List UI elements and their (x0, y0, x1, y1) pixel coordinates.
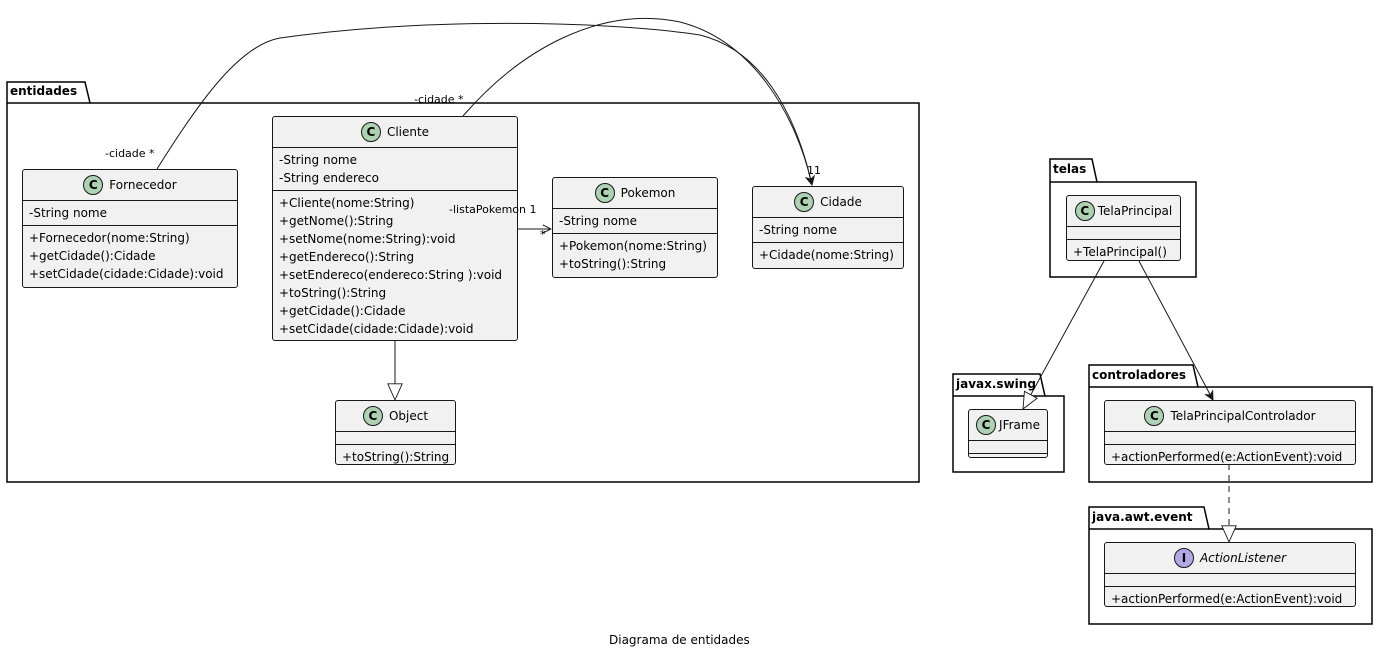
method: +toString():String (559, 257, 667, 271)
fields-section (1105, 432, 1355, 445)
fields-section: -String nome (553, 209, 717, 234)
methods-section: +actionPerformed(e:ActionEvent):void (1105, 587, 1355, 611)
relation-cliente-cidade (462, 18, 812, 185)
fields-section (1067, 227, 1180, 240)
class-pokemon[interactable]: C Pokemon -String nome +Pokemon(nome:Str… (552, 177, 718, 278)
package-label-javax-swing: javax.swing (956, 377, 1036, 391)
class-c-icon: C (83, 175, 104, 195)
class-name: ActionListener (1199, 551, 1287, 565)
class-c-icon: C (594, 183, 615, 203)
methods-section: +Fornecedor(nome:String) +getCidade():Ci… (23, 226, 237, 286)
methods-section: +Cliente(nome:String) +getNome():String … (273, 191, 517, 341)
fields-section: -String nome (23, 201, 237, 226)
class-name: Cliente (386, 125, 430, 139)
class-name: TelaPrincipal (1097, 204, 1173, 218)
class-name: TelaPrincipalControlador (1170, 409, 1316, 423)
relation-fornecedor-cidade (156, 22, 812, 185)
class-header: C Cidade (753, 187, 903, 218)
methods-section (969, 454, 1047, 466)
class-cidade[interactable]: C Cidade -String nome +Cidade(nome:Strin… (752, 186, 904, 269)
package-frame-telas (1049, 158, 1197, 278)
class-cliente[interactable]: C Cliente -String nome -String endereco … (272, 116, 518, 341)
class-tela-principal-controlador[interactable]: C TelaPrincipalControlador +actionPerfor… (1104, 400, 1356, 465)
class-header: C TelaPrincipal (1067, 196, 1180, 227)
package-label-entidades: entidades (10, 84, 78, 98)
class-object[interactable]: C Object +toString():String (335, 400, 456, 465)
package-frame-controladores (1088, 364, 1373, 483)
package-frame-java-awt-event (1088, 506, 1373, 625)
method: +setEndereco(endereco:String ):void (279, 268, 503, 282)
class-header: C TelaPrincipalControlador (1105, 401, 1355, 432)
class-header: C Cliente (273, 117, 517, 148)
diagram-caption: Diagrama de entidades (609, 633, 750, 647)
method: +getCidade():Cidade (279, 304, 406, 318)
fields-section (969, 441, 1047, 454)
relation-telaprincipal-controlador (1138, 260, 1214, 400)
method: +toString():String (279, 286, 387, 300)
label-pokemon-multiplicity: * (540, 228, 546, 241)
package-label-java-awt-event: java.awt.event (1092, 510, 1193, 524)
class-header: C JFrame (969, 410, 1047, 441)
methods-section: +TelaPrincipal() (1067, 240, 1180, 264)
method: +Fornecedor(nome:String) (29, 231, 190, 245)
package-label-controladores: controladores (1092, 368, 1187, 382)
class-fornecedor[interactable]: C Fornecedor -String nome +Fornecedor(no… (22, 169, 238, 288)
interface-action-listener[interactable]: I ActionListener +actionPerformed(e:Acti… (1104, 542, 1356, 607)
class-name: JFrame (999, 418, 1040, 432)
class-header: C Fornecedor (23, 170, 237, 201)
class-tela-principal[interactable]: C TelaPrincipal +TelaPrincipal() (1066, 195, 1181, 261)
method: +getNome():String (279, 214, 394, 228)
class-name: Cidade (820, 195, 862, 209)
field: -String nome (559, 214, 637, 228)
methods-section: +actionPerformed(e:ActionEvent):void (1105, 445, 1355, 469)
method: +actionPerformed(e:ActionEvent):void (1111, 450, 1343, 464)
class-c-icon: C (1144, 406, 1165, 426)
class-c-icon: C (360, 122, 381, 142)
class-name: Fornecedor (109, 178, 177, 192)
class-c-icon: C (362, 406, 383, 426)
class-c-icon: C (976, 415, 997, 435)
methods-section: +Cidade(nome:String) (753, 243, 903, 267)
class-c-icon: C (1074, 201, 1095, 221)
label-cidade-multiplicity: 11 (807, 164, 821, 177)
methods-section: +Pokemon(nome:String) +toString():String (553, 234, 717, 276)
fields-section (1105, 574, 1355, 587)
fields-section: -String nome (753, 218, 903, 243)
fields-section: -String nome -String endereco (273, 148, 517, 191)
field: -String nome (29, 206, 107, 220)
method: +TelaPrincipal() (1073, 245, 1167, 259)
class-name: Object (388, 409, 429, 423)
method: +getEndereco():String (279, 250, 415, 264)
methods-section: +toString():String (336, 445, 455, 469)
relation-telaprincipal-jframe (1023, 260, 1105, 409)
method: +Cliente(nome:String) (279, 196, 415, 210)
field: -String nome (759, 223, 837, 237)
class-header: I ActionListener (1105, 543, 1355, 574)
fields-section (336, 432, 455, 445)
package-frame-entidades (6, 81, 920, 483)
field: -String nome (279, 153, 357, 167)
method: +setNome(nome:String):void (279, 232, 456, 246)
interface-i-icon: I (1173, 548, 1194, 568)
method: +setCidade(cidade:Cidade):void (279, 322, 474, 336)
method: +toString():String (342, 450, 450, 464)
class-header: C Object (336, 401, 455, 432)
method: +getCidade():Cidade (29, 249, 156, 263)
class-name: Pokemon (620, 186, 676, 200)
field: -String endereco (279, 171, 379, 185)
package-label-telas: telas (1053, 162, 1087, 176)
label-cliente-cidade: -cidade * (414, 93, 464, 106)
label-lista-pokemon: -listaPokemon 1 (449, 203, 537, 216)
method: +setCidade(cidade:Cidade):void (29, 267, 224, 281)
label-fornecedor-cidade: -cidade * (105, 147, 155, 160)
method: +Pokemon(nome:String) (559, 239, 707, 253)
class-header: C Pokemon (553, 178, 717, 209)
class-jframe[interactable]: C JFrame (968, 409, 1048, 458)
class-c-icon: C (794, 192, 815, 212)
method: +Cidade(nome:String) (759, 248, 894, 262)
method: +actionPerformed(e:ActionEvent):void (1111, 592, 1343, 606)
